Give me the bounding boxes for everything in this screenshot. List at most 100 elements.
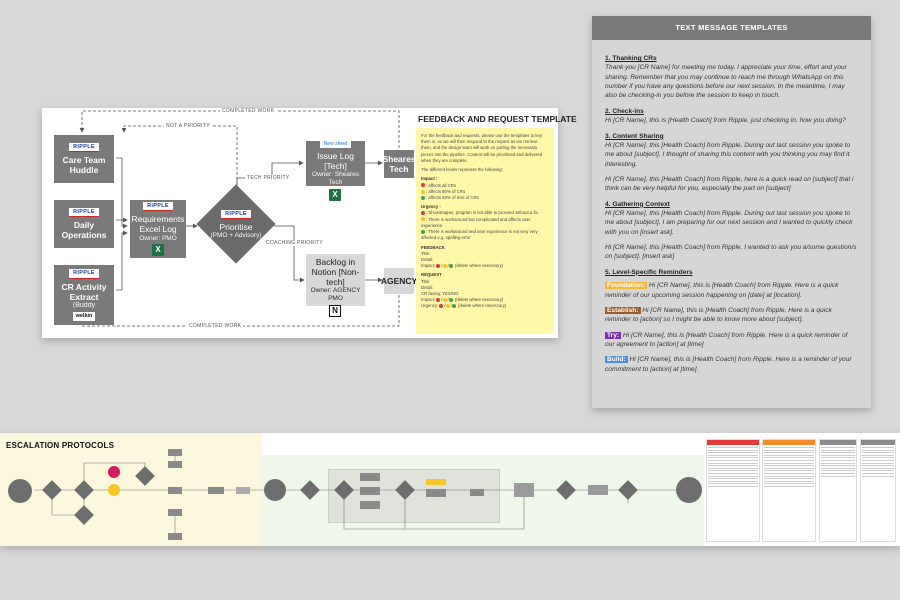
section-title: 2. Check-ins	[605, 107, 644, 115]
node-sub: Owner: Sheares Tech	[312, 171, 359, 187]
edge-label-coaching-priority: COACHING PRIORITY	[264, 240, 326, 246]
ripple-logo: RIPPLE	[143, 201, 173, 212]
node-agency: AGENCY	[380, 268, 418, 294]
request-field-detail: Detail:	[421, 284, 434, 290]
node-backlog: Backlog in Notion [Non-tech] Owner: AGEN…	[306, 254, 365, 306]
node-sheares-tech: Sheares Tech	[382, 150, 416, 178]
node-title: AGENCY	[380, 275, 418, 286]
edge-label-completed-work-bottom: COMPLETED WORK	[187, 323, 244, 329]
request-field-title: Title:	[421, 278, 431, 284]
urgency-label: Urgency :	[421, 204, 441, 210]
impact-row-amber: : affects 80% of CRs	[421, 189, 549, 195]
edge-label-completed-work-top: COMPLETED WORK	[220, 108, 277, 114]
ripple-logo: RIPPLE	[69, 142, 99, 153]
request-field-cr-facing: CR facing: YES/NO	[421, 291, 459, 297]
level-tag-build: Build:	[605, 356, 628, 364]
template-message: Hi [CR Name], this is [Health Coach] fro…	[605, 117, 846, 125]
template-message: Hi [CR Name], this [Health Coach] from R…	[605, 210, 853, 236]
reminder-try: Try: Hi [CR Name], this is [Health Coach…	[605, 331, 848, 348]
column-header-grey	[820, 440, 856, 445]
escalation-step-box	[426, 489, 446, 497]
ripple-logo: RIPPLE	[69, 207, 99, 218]
green-dot-icon	[421, 195, 425, 200]
node-title: CR Activity Extract	[61, 281, 107, 302]
level-tag-try: Try:	[605, 331, 622, 339]
reminder-foundation: Foundation: Hi [CR Name], this is [Healt…	[605, 282, 839, 299]
level-tag-establish: Establish:	[605, 306, 641, 314]
column-header-grey	[861, 440, 895, 445]
request-label: REQUEST	[421, 272, 442, 278]
excel-icon: X	[152, 244, 164, 257]
template-message: Hi [CR Name], this [Health Coach] from R…	[605, 244, 857, 261]
amber-dot-icon	[421, 217, 425, 222]
section-title: 5. Level-Specific Reminders	[605, 268, 693, 276]
section-title: 4. Gathering Context	[605, 200, 670, 208]
node-care-team-huddle: RIPPLE Care Team Huddle	[54, 135, 114, 183]
escalation-notes-column	[860, 439, 896, 542]
node-sub: (Buddy	[72, 301, 96, 309]
escalation-step-box	[168, 487, 182, 494]
amber-dot-icon	[421, 189, 425, 194]
ripple-logo: RIPPLE	[69, 269, 99, 279]
welkin-logo: welkin	[72, 312, 96, 321]
escalation-step-box	[588, 485, 608, 495]
node-title: Care Team Huddle	[62, 155, 106, 176]
feedback-impact-row: Impact: // (delete where necessary)	[421, 263, 504, 269]
column-header-red	[707, 440, 759, 445]
escalation-step-box	[168, 449, 182, 456]
node-sub: (PMO + Advisory)	[210, 232, 262, 240]
edge-label-not-a-priority: NOT A PRIORITY	[164, 123, 212, 129]
escalation-start-node	[8, 479, 32, 503]
escalation-inner-group	[328, 469, 500, 523]
escalation-step-box	[236, 487, 250, 494]
escalation-node	[264, 479, 286, 501]
impact-label: Impact :	[421, 176, 438, 182]
node-cr-activity-extract: RIPPLE CR Activity Extract (Buddy welkin	[54, 265, 114, 325]
templates-body: 1. Thanking CRs Thank you [CR Name] for …	[592, 40, 871, 374]
escalation-notes-column	[819, 439, 857, 542]
template-message: Hi [CR Name], this [Health Coach] from R…	[605, 141, 851, 168]
template-message: Hi [CR Name], this [Health Coach] from R…	[605, 175, 854, 193]
feedback-instructions-panel: For the feedback and requests, please us…	[416, 128, 554, 334]
node-title: Backlog in Notion [Non-tech]	[311, 256, 360, 288]
escalation-alert-red	[108, 466, 120, 478]
escalation-notes-column	[762, 439, 816, 542]
section-title: 3. Content Sharing	[605, 132, 664, 140]
templates-card-title: TEXT MESSAGE TEMPLATES	[592, 16, 871, 40]
red-dot-icon	[421, 183, 425, 188]
node-sub: Owner: PMO	[139, 234, 177, 242]
feedback-field-title: Title:	[421, 250, 431, 256]
reminder-establish: Establish: Hi [CR Name], this is [Health…	[605, 306, 832, 324]
feedback-card-title: FEEDBACK AND REQUEST TEMPLATE	[418, 114, 577, 124]
escalation-step-box	[514, 483, 534, 497]
node-prioritise: RIPPLE Prioritise (PMO + Advisory)	[200, 204, 272, 246]
escalation-card-title: ESCALATION PROTOCOLS	[6, 441, 115, 450]
escalation-step-box	[168, 509, 182, 516]
escalation-step-box	[360, 501, 380, 509]
escalation-alert-amber	[108, 484, 120, 496]
impact-row-green: : affects 50% of less of CRs	[421, 195, 549, 201]
node-title: Daily Operations	[61, 220, 107, 241]
node-title: Requirements Excel Log	[131, 214, 185, 235]
escalation-notes-column	[706, 439, 760, 542]
escalation-step-box	[470, 489, 484, 496]
feedback-request-card: COMPLETED WORK NOT A PRIORITY TECH PRIOR…	[42, 108, 577, 338]
column-header-orange	[763, 440, 815, 445]
feedback-field-detail: Detail:	[421, 256, 434, 262]
ripple-logo: RIPPLE	[221, 209, 251, 220]
request-impact-row: Impact: // (delete where necessary)	[421, 297, 504, 303]
panel-intro: For the feedback and requests, please us…	[421, 133, 543, 163]
request-urgency-row: Urgency: // (delete where necessary)	[421, 303, 507, 309]
reminder-build: Build: Hi [CR Name], this is [Health Coa…	[605, 356, 852, 373]
urgency-row-amber: : There is workaround but complicated an…	[421, 216, 531, 228]
panel-levels-intro: The different levels represent the follo…	[421, 167, 503, 173]
urgency-row-red: : Showstopper, program is not able to pr…	[421, 210, 549, 216]
feedback-label: FEEDBACK	[421, 244, 445, 250]
level-tag-foundation: Foundation:	[605, 282, 648, 290]
red-dot-icon	[421, 211, 425, 216]
edge-label-tech-priority: TECH PRIORITY	[245, 175, 292, 181]
impact-row-red: : affects all CRs	[421, 183, 549, 189]
escalation-protocols-card: ESCALATION PROTOCOLS	[0, 433, 900, 546]
node-title: Sheares Tech	[382, 153, 416, 174]
escalation-end-node	[676, 477, 702, 503]
